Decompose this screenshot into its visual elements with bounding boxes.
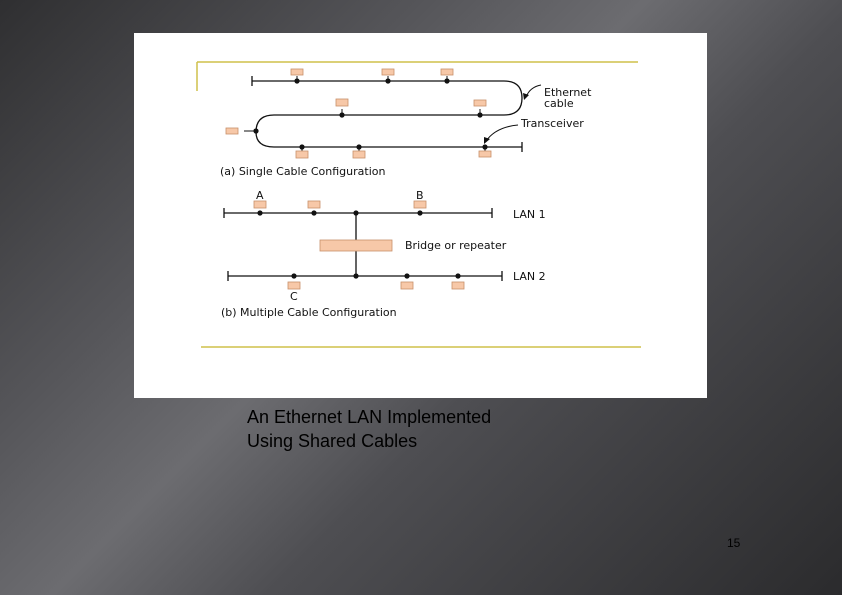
figure-panel: Ethernet cable Transceiver (a) Single Ca… <box>134 33 707 398</box>
ethernet-diagram: Ethernet cable Transceiver (a) Single Ca… <box>196 61 641 348</box>
bridge-label: Bridge or repeater <box>405 239 507 252</box>
station-lan1-2 <box>307 200 321 216</box>
station-A <box>253 200 267 216</box>
single-cable <box>251 76 523 152</box>
caption-line-2: Using Shared Cables <box>247 431 418 451</box>
config-b-caption: (b) Multiple Cable Configuration <box>221 306 397 319</box>
station-a7 <box>295 144 309 159</box>
lan1-label: LAN 1 <box>513 208 546 221</box>
transceiver-label: Transceiver <box>520 117 584 130</box>
slide-caption: An Ethernet LAN Implemented Using Shared… <box>247 405 567 453</box>
station-lan2-3 <box>451 273 465 290</box>
station-a4 <box>335 98 349 118</box>
station-a9 <box>478 144 492 158</box>
ethernet-cable-arrowhead <box>523 93 529 100</box>
transceiver-arrow <box>485 124 519 142</box>
station-B <box>413 200 427 216</box>
bridge-tap-lan1 <box>353 210 359 216</box>
lan2-stations <box>287 273 465 290</box>
station-C <box>287 273 301 290</box>
lan1-stations <box>253 200 427 216</box>
single-cable-stations <box>225 68 492 159</box>
station-a6 <box>225 127 259 135</box>
ethernet-cable-label-1: Ethernet <box>544 86 592 99</box>
lan2-cable <box>227 271 503 281</box>
lan2-label: LAN 2 <box>513 270 546 283</box>
caption-line-1: An Ethernet LAN Implemented <box>247 407 492 427</box>
bridge-box <box>319 239 393 252</box>
slide-number: 15 <box>727 536 741 550</box>
transceiver-arrowhead <box>484 137 490 144</box>
station-b-label: B <box>416 189 424 202</box>
ethernet-cable-label-2: cable <box>544 97 574 110</box>
station-a-label: A <box>256 189 264 202</box>
station-a8 <box>352 144 366 159</box>
config-a-caption: (a) Single Cable Configuration <box>220 165 385 178</box>
station-a5 <box>473 99 487 118</box>
station-a3 <box>440 68 454 84</box>
bridge-tap-lan2 <box>353 273 359 279</box>
station-lan2-2 <box>400 273 414 290</box>
station-a2 <box>381 68 395 84</box>
station-c-label: C <box>290 290 298 303</box>
station-a1 <box>290 68 304 84</box>
